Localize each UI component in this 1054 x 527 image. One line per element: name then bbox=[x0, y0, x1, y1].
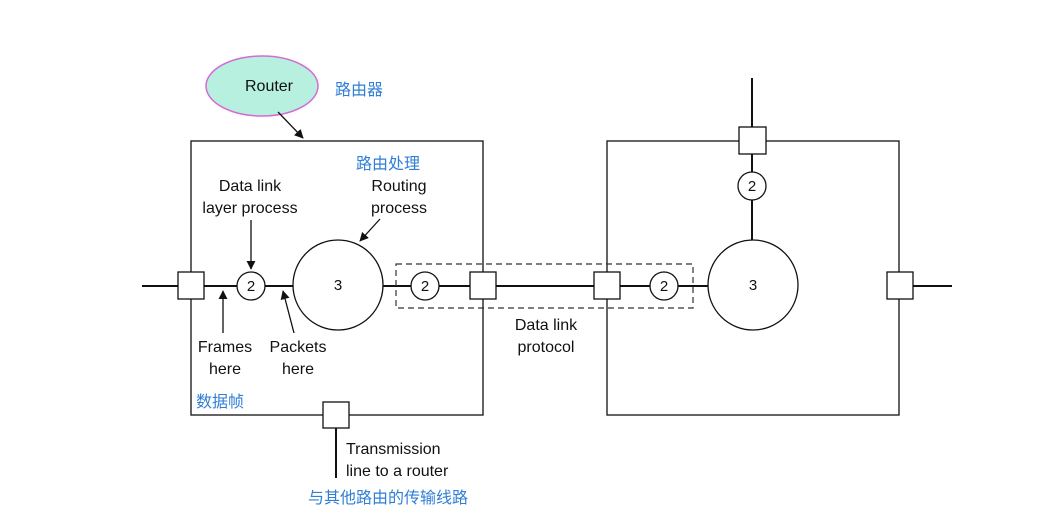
routing-process-label-line1: Routing bbox=[371, 178, 426, 195]
left-routing-process-node bbox=[292, 239, 384, 331]
routing-process-label-line2: process bbox=[371, 200, 427, 217]
packets-label-line1: Packets bbox=[270, 339, 327, 356]
cn-routing-process-label: 路由处理 bbox=[356, 154, 420, 173]
frames-label-line1: Frames bbox=[198, 339, 252, 356]
transmission-label-line2: line to a router bbox=[346, 463, 449, 480]
right-routing-process-node bbox=[707, 239, 799, 331]
cn-router-label: 路由器 bbox=[335, 80, 383, 99]
transmission-label-line1: Transmission bbox=[346, 441, 441, 458]
right-routing-process-number: 3 bbox=[749, 277, 757, 294]
right-top-data-link-node bbox=[737, 171, 767, 201]
packets-label-line2: here bbox=[282, 361, 314, 378]
frames-label-line2: here bbox=[209, 361, 241, 378]
left-right-port bbox=[469, 271, 497, 300]
mid-right-data-link-number: 2 bbox=[660, 278, 668, 295]
data-link-protocol-box bbox=[395, 263, 694, 309]
mid-left-data-link-number: 2 bbox=[421, 278, 429, 295]
right-top-data-link-number: 2 bbox=[748, 178, 756, 195]
left-bottom-port bbox=[322, 401, 350, 429]
left-data-link-process-node bbox=[236, 271, 266, 301]
data-link-protocol-label-line2: protocol bbox=[518, 339, 575, 356]
packets-arrow bbox=[280, 290, 295, 334]
cn-transmission-label: 与其他路由的传输线路 bbox=[308, 488, 468, 507]
data-link-process-label-line2: layer process bbox=[202, 200, 297, 217]
right-top-port bbox=[738, 126, 767, 155]
router-arrow bbox=[277, 111, 304, 139]
right-left-port bbox=[593, 271, 621, 300]
left-port bbox=[177, 271, 205, 300]
data-link-process-label-line1: Data link bbox=[219, 178, 282, 195]
right-right-port bbox=[886, 271, 914, 300]
data-link-protocol-label-line1: Data link bbox=[515, 317, 578, 334]
mid-right-data-link-node bbox=[649, 271, 679, 301]
cn-frames-label: 数据帧 bbox=[196, 392, 244, 411]
left-data-link-process-number: 2 bbox=[247, 278, 255, 295]
router-bubble bbox=[205, 55, 319, 117]
routing-process-arrow bbox=[359, 218, 381, 242]
mid-left-data-link-node bbox=[410, 271, 440, 301]
left-routing-process-number: 3 bbox=[334, 277, 342, 294]
router-bubble-label: Router bbox=[245, 78, 294, 95]
